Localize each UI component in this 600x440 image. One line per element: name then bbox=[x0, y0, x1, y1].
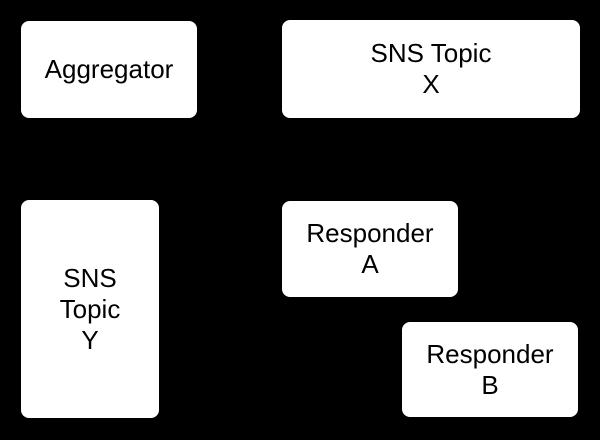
node-label-line: Responder bbox=[306, 218, 434, 248]
node-sns-topic-y: SNS Topic Y bbox=[21, 200, 159, 418]
node-responder-b-label: Responder B bbox=[426, 339, 553, 401]
node-sns-topic-x: SNS Topic X bbox=[282, 20, 580, 118]
node-label-line: Topic bbox=[59, 293, 121, 324]
node-responder-b: Responder B bbox=[402, 322, 578, 417]
node-label-line: SNS bbox=[63, 262, 117, 293]
node-aggregator-label: Aggregator bbox=[45, 54, 174, 85]
node-label-line: A bbox=[361, 249, 379, 279]
node-label-line: Aggregator bbox=[44, 54, 174, 84]
node-label-line: SNS Topic bbox=[370, 38, 492, 68]
node-label-line: Responder bbox=[426, 338, 554, 369]
node-label-line: X bbox=[422, 69, 440, 99]
node-label-line: B bbox=[481, 369, 499, 400]
node-responder-a: Responder A bbox=[282, 201, 458, 297]
node-sns-topic-x-label: SNS Topic X bbox=[371, 38, 492, 100]
node-label-line: Y bbox=[81, 324, 99, 355]
node-sns-topic-y-label: SNS Topic Y bbox=[60, 263, 121, 356]
node-aggregator: Aggregator bbox=[21, 21, 197, 118]
node-responder-a-label: Responder A bbox=[306, 218, 433, 280]
